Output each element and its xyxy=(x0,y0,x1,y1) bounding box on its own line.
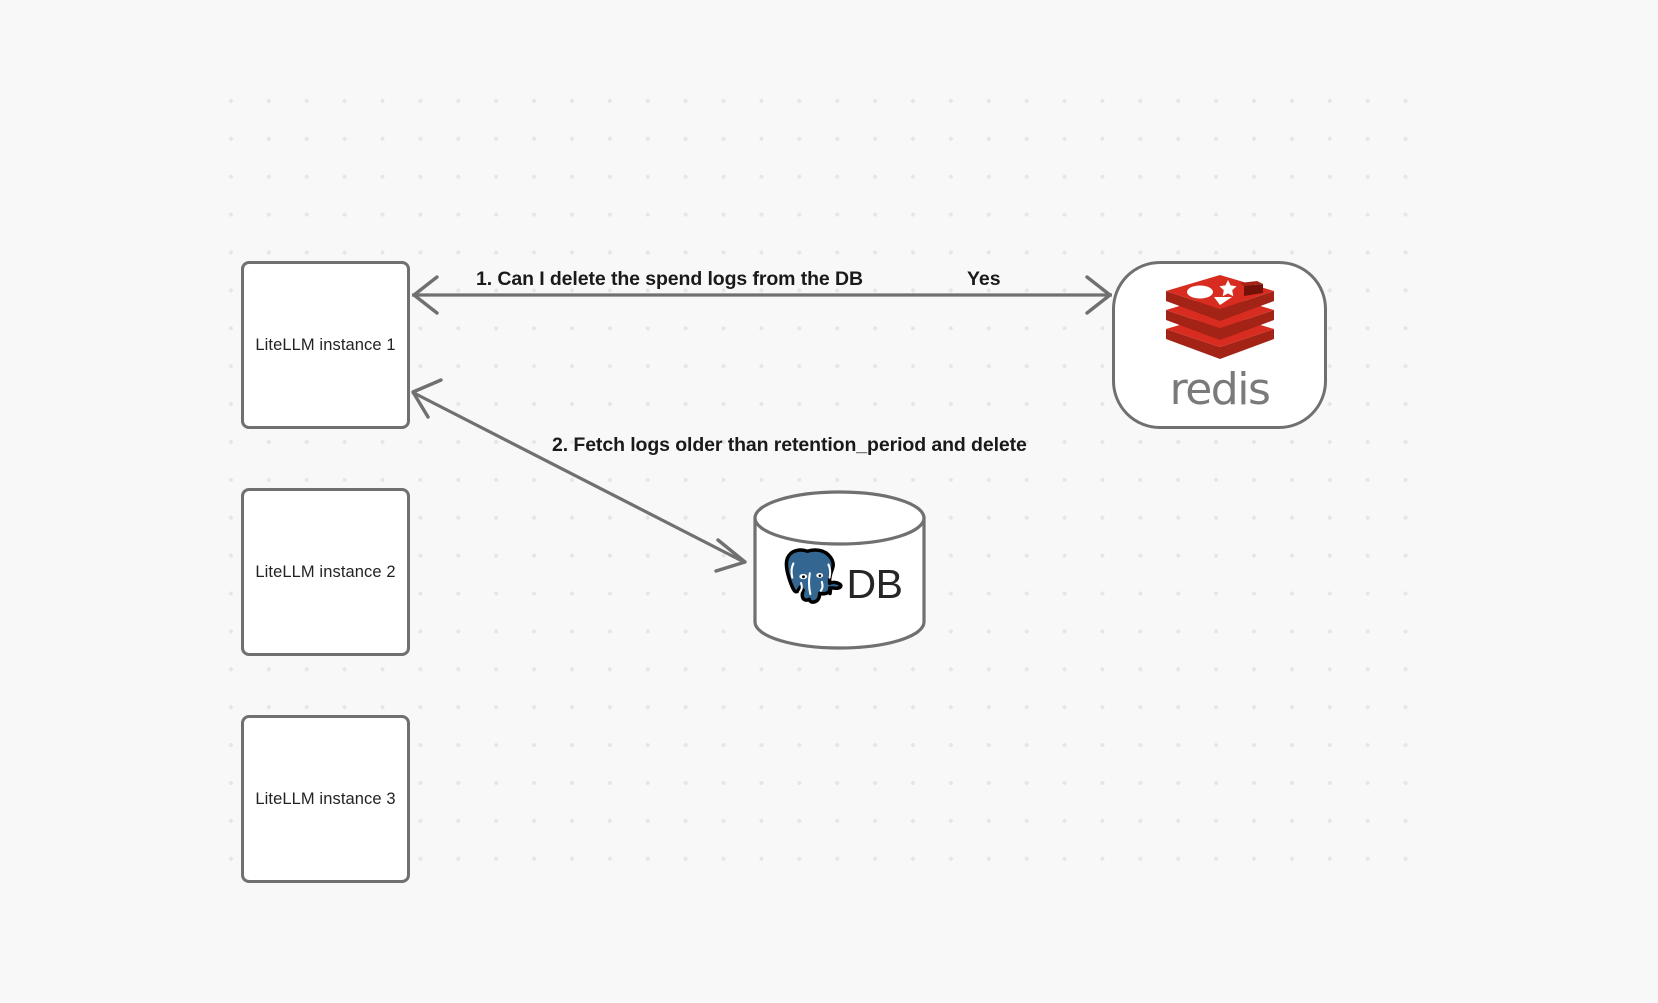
database-label: DB xyxy=(846,560,903,607)
node-database[interactable]: DB xyxy=(753,490,926,650)
node-label: LiteLLM instance 1 xyxy=(255,335,396,354)
edge-label-yes: Yes xyxy=(967,268,1001,290)
postgresql-elephant-icon xyxy=(777,547,847,622)
edge-label-step-1: 1. Can I delete the spend logs from the … xyxy=(476,268,863,290)
redis-logo-icon xyxy=(1162,274,1278,366)
node-litellm-instance-3[interactable]: LiteLLM instance 3 xyxy=(241,715,410,883)
node-label: LiteLLM instance 3 xyxy=(255,789,396,808)
node-litellm-instance-2[interactable]: LiteLLM instance 2 xyxy=(241,488,410,656)
node-label: LiteLLM instance 2 xyxy=(255,562,396,581)
node-litellm-instance-1[interactable]: LiteLLM instance 1 xyxy=(241,261,410,429)
node-redis[interactable]: redis xyxy=(1112,261,1327,429)
edge-label-step-2: 2. Fetch logs older than retention_perio… xyxy=(552,434,1027,456)
redis-wordmark: redis xyxy=(1169,363,1271,415)
edge-litellm1-db xyxy=(411,378,747,573)
